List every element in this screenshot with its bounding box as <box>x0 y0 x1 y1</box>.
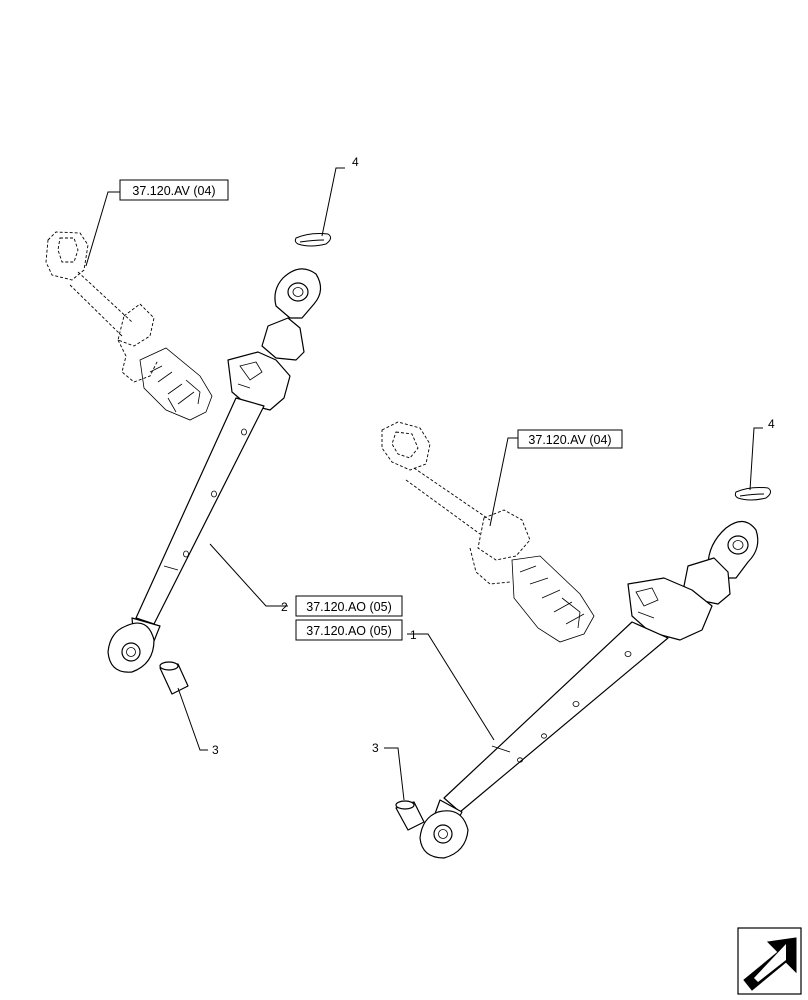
callout-4-left: 4 <box>352 155 359 169</box>
callout-3-left: 3 <box>212 743 219 757</box>
right-clip <box>734 487 772 501</box>
ref-label: 37.120.AO (05) <box>306 600 391 614</box>
left-stabilizer-dashed <box>45 231 213 421</box>
callout-4-right: 4 <box>768 417 775 431</box>
leader-lines <box>85 167 763 801</box>
ref-label: 37.120.AO (05) <box>306 624 391 638</box>
right-bushing <box>395 800 425 831</box>
right-lower-link <box>419 520 759 859</box>
left-lower-link-assembly <box>45 231 332 695</box>
right-stabilizer-dashed <box>381 421 595 643</box>
arrow-back-icon[interactable] <box>737 927 802 995</box>
left-lower-link <box>107 268 322 673</box>
ref-label: 37.120.AV (04) <box>132 184 215 198</box>
ref-box-av-right[interactable]: 37.120.AV (04) <box>517 429 623 449</box>
ref-box-ao-lower[interactable]: 37.120.AO (05) <box>295 619 403 641</box>
right-lower-link-assembly <box>381 421 772 859</box>
ref-label: 37.120.AV (04) <box>528 433 611 447</box>
left-bushing <box>159 661 189 695</box>
ref-box-av-left[interactable]: 37.120.AV (04) <box>119 179 229 201</box>
callout-2: 2 <box>281 600 288 614</box>
left-clip <box>294 233 332 247</box>
callout-3-right: 3 <box>372 741 379 755</box>
ref-box-ao-upper[interactable]: 37.120.AO (05) <box>295 595 403 617</box>
callout-1: 1 <box>410 628 417 642</box>
